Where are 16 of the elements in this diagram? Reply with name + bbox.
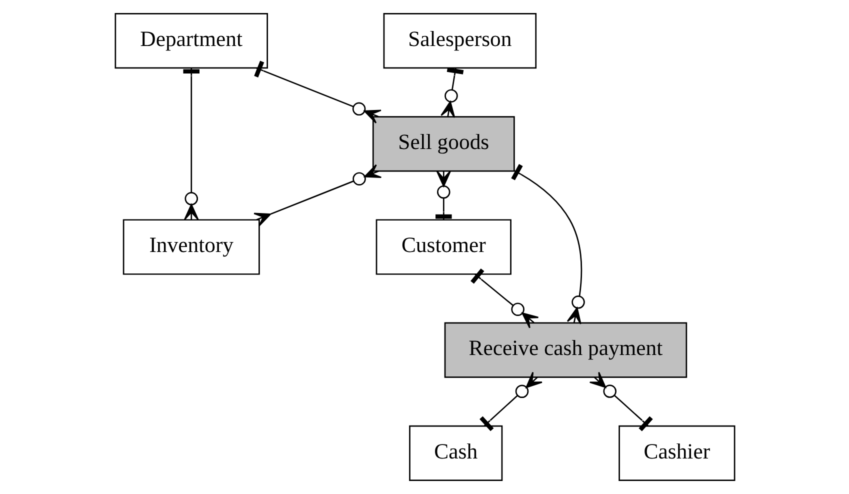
- node-box: Sell goods: [372, 116, 514, 172]
- node-box: Department: [114, 13, 268, 69]
- connector: [440, 68, 464, 118]
- node-box: Salesperson: [382, 13, 536, 69]
- node-box: Cashier: [618, 425, 735, 481]
- connector: [479, 372, 542, 432]
- node-box: Inventory: [122, 219, 260, 275]
- connector: [254, 60, 382, 124]
- node-box: Customer: [375, 219, 511, 275]
- connector: [588, 372, 652, 432]
- connector: [510, 164, 584, 325]
- node-box: Cash: [408, 425, 502, 481]
- connector: [470, 268, 538, 328]
- connector: [252, 164, 382, 227]
- node-box: Receive cash payment: [444, 322, 687, 378]
- connector: [182, 68, 200, 220]
